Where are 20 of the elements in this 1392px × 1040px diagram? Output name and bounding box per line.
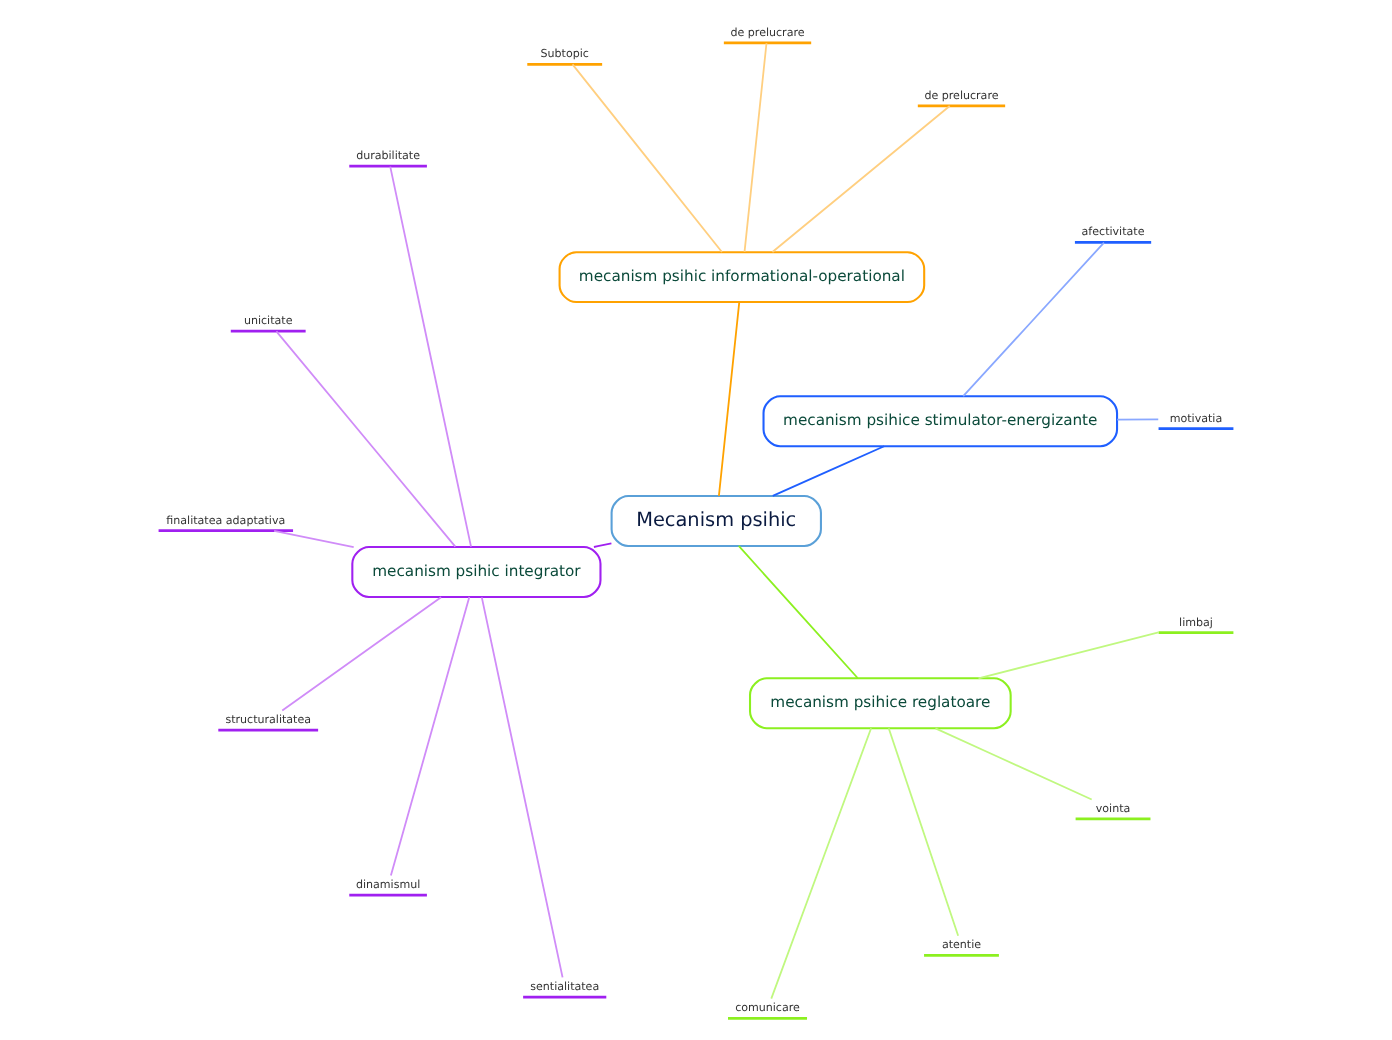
connector bbox=[571, 62, 723, 252]
connector bbox=[962, 240, 1105, 397]
connector bbox=[771, 104, 951, 252]
connector bbox=[977, 630, 1160, 679]
connector bbox=[593, 541, 613, 547]
connector bbox=[887, 726, 960, 936]
connector bbox=[1116, 417, 1160, 420]
connector bbox=[770, 726, 872, 999]
connector bbox=[390, 595, 471, 876]
connector bbox=[718, 300, 741, 496]
connector bbox=[934, 726, 1093, 800]
node-box: Mecanism psihic bbox=[610, 494, 822, 546]
connector bbox=[737, 544, 859, 678]
connector bbox=[480, 595, 564, 978]
connector bbox=[389, 164, 472, 547]
connector bbox=[273, 528, 355, 547]
connector bbox=[771, 444, 886, 496]
connector bbox=[743, 41, 768, 252]
connector bbox=[275, 329, 457, 547]
connector bbox=[281, 595, 442, 711]
